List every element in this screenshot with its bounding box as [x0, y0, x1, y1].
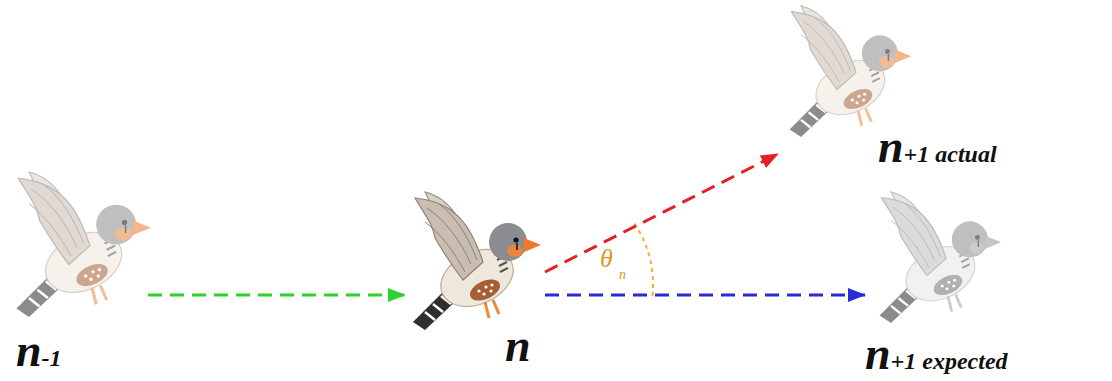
- bird-actual: [790, 6, 912, 137]
- angle-symbol: θ: [600, 246, 613, 272]
- motion-arrow: [545, 154, 778, 272]
- angle-arc: [635, 224, 654, 299]
- step-label: n-1: [16, 328, 62, 374]
- step-label: n+1 expected: [865, 331, 1008, 377]
- bird-node: n+1 actual: [778, 2, 1078, 172]
- step-label: n+1 actual: [878, 124, 997, 170]
- bird-node: n+1 expected: [865, 195, 1105, 379]
- bird-expected: [880, 192, 1002, 323]
- angle-subscript: n: [619, 268, 626, 282]
- motion-arrow: [148, 294, 405, 297]
- bird-previous: [16, 172, 150, 317]
- bird-current: [413, 192, 541, 330]
- bird-node: n-1: [8, 170, 148, 376]
- motion-arrow: [545, 294, 865, 297]
- bird-node: n: [405, 195, 545, 375]
- step-label: n: [505, 323, 531, 369]
